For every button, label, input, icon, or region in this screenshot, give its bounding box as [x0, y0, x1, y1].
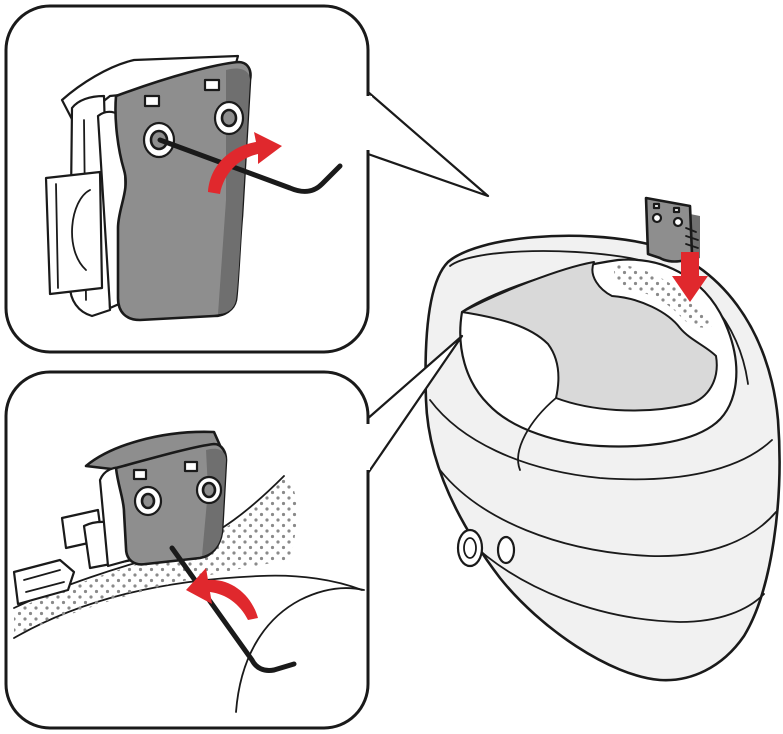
- bottom-inset-panel: [4, 334, 464, 730]
- screw-right: [213, 100, 245, 136]
- mounting-area-dots: [613, 264, 712, 328]
- hex-key-icon: [157, 137, 343, 194]
- helmet-vent-right: [496, 535, 516, 565]
- helmet-vent-left: [456, 528, 484, 568]
- screw-right-installed: [195, 475, 223, 505]
- helmet-padding: [461, 261, 718, 412]
- down-arrow-icon: [672, 252, 708, 302]
- top-inset-panel: [4, 4, 490, 354]
- hex-key-installed-icon: [169, 545, 297, 673]
- top-inset-callout: [366, 90, 490, 198]
- curved-arrow-installed-icon: [186, 568, 258, 620]
- small-clamp-plate: [644, 196, 700, 264]
- screw-left-installed: [133, 485, 163, 517]
- padding-dots: [14, 476, 297, 636]
- helmet: [424, 234, 781, 682]
- curved-arrow-icon: [208, 132, 282, 194]
